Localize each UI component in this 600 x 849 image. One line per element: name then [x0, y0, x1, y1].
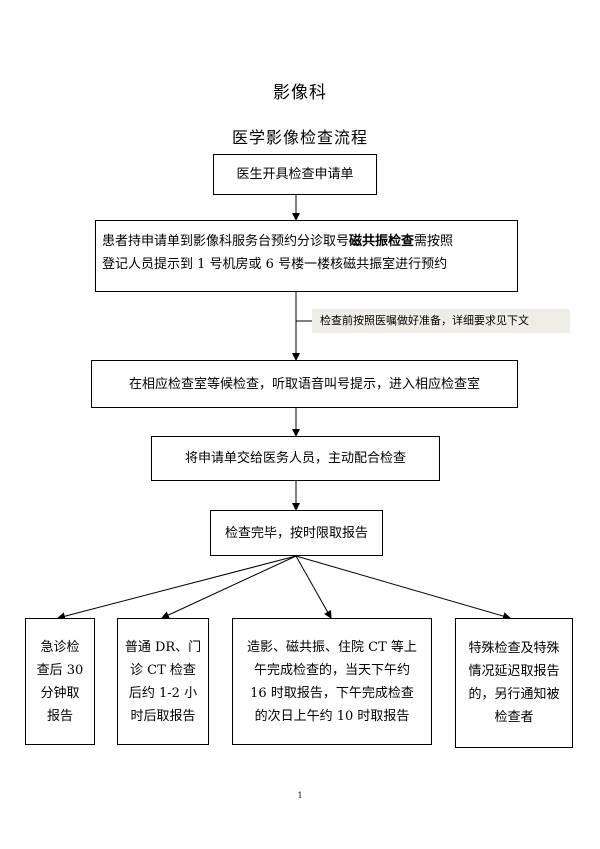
arrow-to-result-2: [161, 555, 297, 619]
step-4-label: 将申请单交给医务人员，主动配合检查: [184, 451, 406, 466]
arrow-to-result-3: [295, 555, 332, 619]
preparation-note: 检查前按照医嘱做好准备，详细要求见下文: [312, 309, 570, 333]
step-1-label: 医生开具检查申请单: [236, 167, 354, 182]
step-5-label: 检查完毕，按时限取报告: [224, 525, 368, 541]
step-1-box: 医生开具检查申请单: [213, 154, 377, 195]
page-subtitle: 医学影像检查流程: [231, 128, 368, 147]
step-2-box: 患者持申请单到影像科服务台预约分诊取号磁共振检查需按照 登记人员提示到 1 号机…: [95, 220, 518, 292]
mri-emphasis: 磁共振检查: [349, 234, 415, 249]
result-box-emergency: 急诊检 查后 30 分钟取 报告: [25, 618, 95, 745]
arrow-to-result-1: [57, 555, 297, 621]
step-2-line-2: 登记人员提示到 1 号机房或 6 号楼一楼核磁共振室进行预约: [102, 257, 448, 272]
step-2-line-1: 患者持申请单到影像科服务台预约分诊取号磁共振检查需按照: [102, 234, 454, 249]
step-3-label: 在相应检查室等候检查，听取语音叫号提示，进入相应检查室: [128, 376, 480, 392]
step-4-box: 将申请单交给医务人员，主动配合检查: [151, 436, 440, 481]
page-number: 1: [297, 791, 303, 800]
step-5-box: 检查完毕，按时限取报告: [210, 510, 383, 556]
arrow-to-result-4: [295, 555, 511, 620]
result-box-special: 特殊检查及特殊 情况延迟取报告 的，另行通知被 检查者: [455, 618, 573, 748]
result-box-mri-inpatient: 造影、磁共振、住院 CT 等上 午完成检查的，当天下午约 16 时取报告，下午完…: [232, 618, 432, 745]
page-title: 影像科: [273, 83, 327, 103]
result-box-dr-ct: 普通 DR、门 诊 CT 检查 后约 1-2 小 时后取报告: [117, 618, 209, 745]
step-3-box: 在相应检查室等候检查，听取语音叫号提示，进入相应检查室: [91, 360, 518, 408]
